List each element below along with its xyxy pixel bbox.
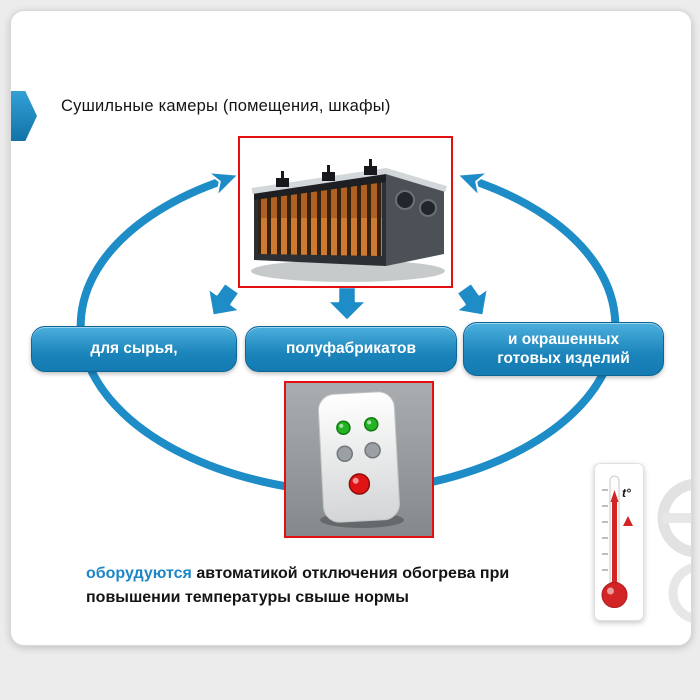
drying-chamber-image: [238, 136, 453, 288]
watermark-logo: [657, 478, 691, 623]
category-box-raw: для сырья,: [31, 326, 237, 372]
button-gray-right: [364, 442, 381, 459]
led-green-left: [336, 420, 351, 436]
temperature-controller-image: [284, 381, 434, 538]
slide-title: Сушильные камеры (помещения, шкафы): [61, 97, 391, 115]
footer-highlight: оборудуются: [86, 565, 192, 582]
category-box-semifinished-label: полуфабрикатов: [285, 340, 417, 358]
down-arrow-left: [206, 281, 242, 317]
down-arrow-center: [325, 285, 369, 323]
slide: Сушильные камеры (помещения, шкафы): [10, 10, 692, 646]
down-arrow-right: [454, 281, 490, 317]
led-green-right: [364, 417, 379, 432]
category-box-semifinished: полуфабрикатов: [245, 326, 457, 372]
category-box-finished-label: и окрашенных готовых изделий: [497, 330, 630, 367]
thermometer-label: t°: [622, 486, 631, 500]
category-box-finished: и окрашенных готовых изделий: [463, 322, 664, 376]
thermometer-icon: t°: [594, 463, 644, 621]
button-gray-left: [336, 445, 354, 462]
category-box-raw-label: для сырья,: [90, 340, 178, 358]
footer-text: оборудуются автоматикой отключения обогр…: [86, 562, 578, 610]
button-red: [348, 473, 371, 495]
footer-rest: автоматикой отключения обогрева при повы…: [86, 565, 510, 606]
